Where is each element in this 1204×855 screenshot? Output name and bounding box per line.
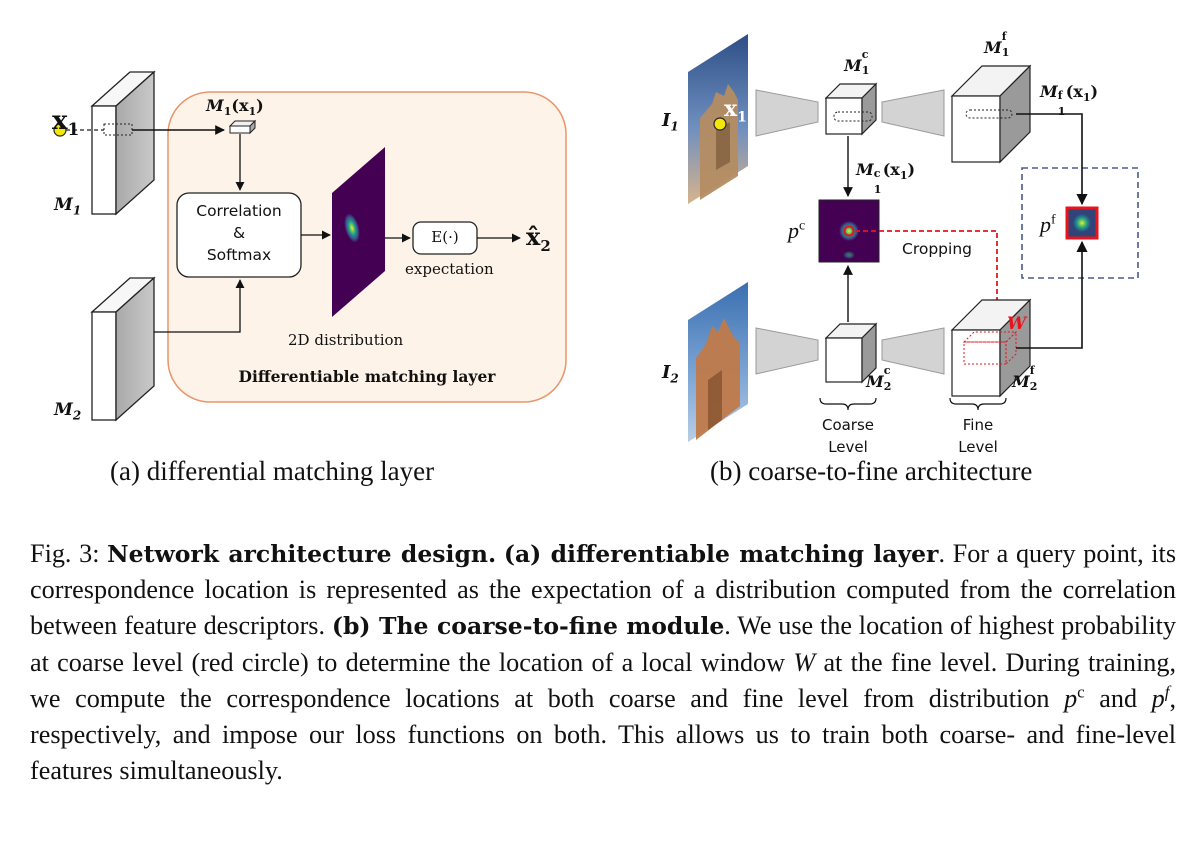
correlation-text: Correlation & Softmax [196, 202, 282, 264]
fine-level-label: Fine Level [958, 416, 998, 456]
highest-prob-circle [843, 225, 855, 237]
fine-window-box [1021, 167, 1139, 279]
caption-text-1: . For a query point, its correspondence … [30, 539, 1177, 641]
distribution-label: 2D distribution [288, 331, 404, 349]
decoder-bottom [881, 327, 945, 375]
encoder-bottom [755, 327, 819, 375]
m1f-cube [950, 64, 1032, 164]
m2f-cube [950, 298, 1032, 398]
caption-text-3: at the fine level. During training, we c… [30, 647, 1177, 713]
caption-pc-sup: c [1077, 682, 1085, 702]
cropping-label: Cropping [902, 240, 972, 258]
caption-fig-label: Fig. 3: [30, 539, 100, 568]
caption-and: and [1099, 683, 1138, 713]
m1-label: M1 [54, 195, 82, 218]
caption-pf-sup: f [1164, 682, 1170, 702]
caption-pf: p [1151, 683, 1165, 713]
pc-heatmap [818, 199, 880, 263]
image-i2 [688, 282, 748, 442]
expectation-box-label: E(·) [431, 228, 459, 246]
caption-bold-a: (a) differentiable matching layer [503, 540, 939, 568]
m2-feature-block [90, 276, 156, 422]
i2-label: I2 [662, 362, 679, 386]
m1c-cube [824, 82, 878, 136]
caption-text-4: , respectively, and impose our loss func… [30, 683, 1176, 786]
panel-b [688, 34, 1139, 442]
sub-caption-a: (a) differential matching layer [110, 456, 435, 486]
pc-label: pc [788, 218, 806, 243]
distribution-heatmap [332, 147, 385, 317]
m2c-cube [824, 322, 878, 384]
sub-caption-b: (b) coarse-to-fine architecture [710, 456, 1033, 486]
m2-label: M2 [54, 400, 82, 423]
x1-label-b: x1 [724, 96, 747, 126]
caption-text-2: . We use the location of highest probabi… [30, 611, 1177, 677]
figure-caption: Fig. 3: Network architecture design. (a)… [30, 536, 1176, 789]
expectation-label: expectation [405, 260, 494, 278]
image-i1 [688, 34, 748, 204]
panel-a [53, 70, 567, 422]
caption-bold-b: (b) The coarse-to-fine module [331, 612, 725, 641]
decoder-top [881, 89, 945, 137]
caption-pc: p [1064, 683, 1078, 713]
coarse-brace [819, 397, 877, 411]
x2-hat-label: x̂2 [526, 222, 551, 255]
m1x1-descriptor [228, 119, 257, 135]
w-label: W [1007, 314, 1027, 334]
pf-label: pf [1040, 212, 1056, 237]
coarse-level-label: Coarse Level [821, 416, 875, 456]
encoder-top [755, 89, 819, 137]
i1-label: I1 [662, 110, 679, 134]
layer-title: Differentiable matching layer [238, 367, 496, 386]
figure-diagram [53, 34, 1139, 442]
caption-w: W [793, 647, 816, 677]
fine-brace [949, 397, 1007, 411]
caption-bold-title: Network architecture design. [107, 540, 497, 568]
x1-label-a: x1 [52, 106, 80, 141]
m1x1-label: M1(x1) [206, 96, 264, 119]
i1-query-point [713, 117, 727, 131]
pf-heatmap [1065, 206, 1099, 240]
